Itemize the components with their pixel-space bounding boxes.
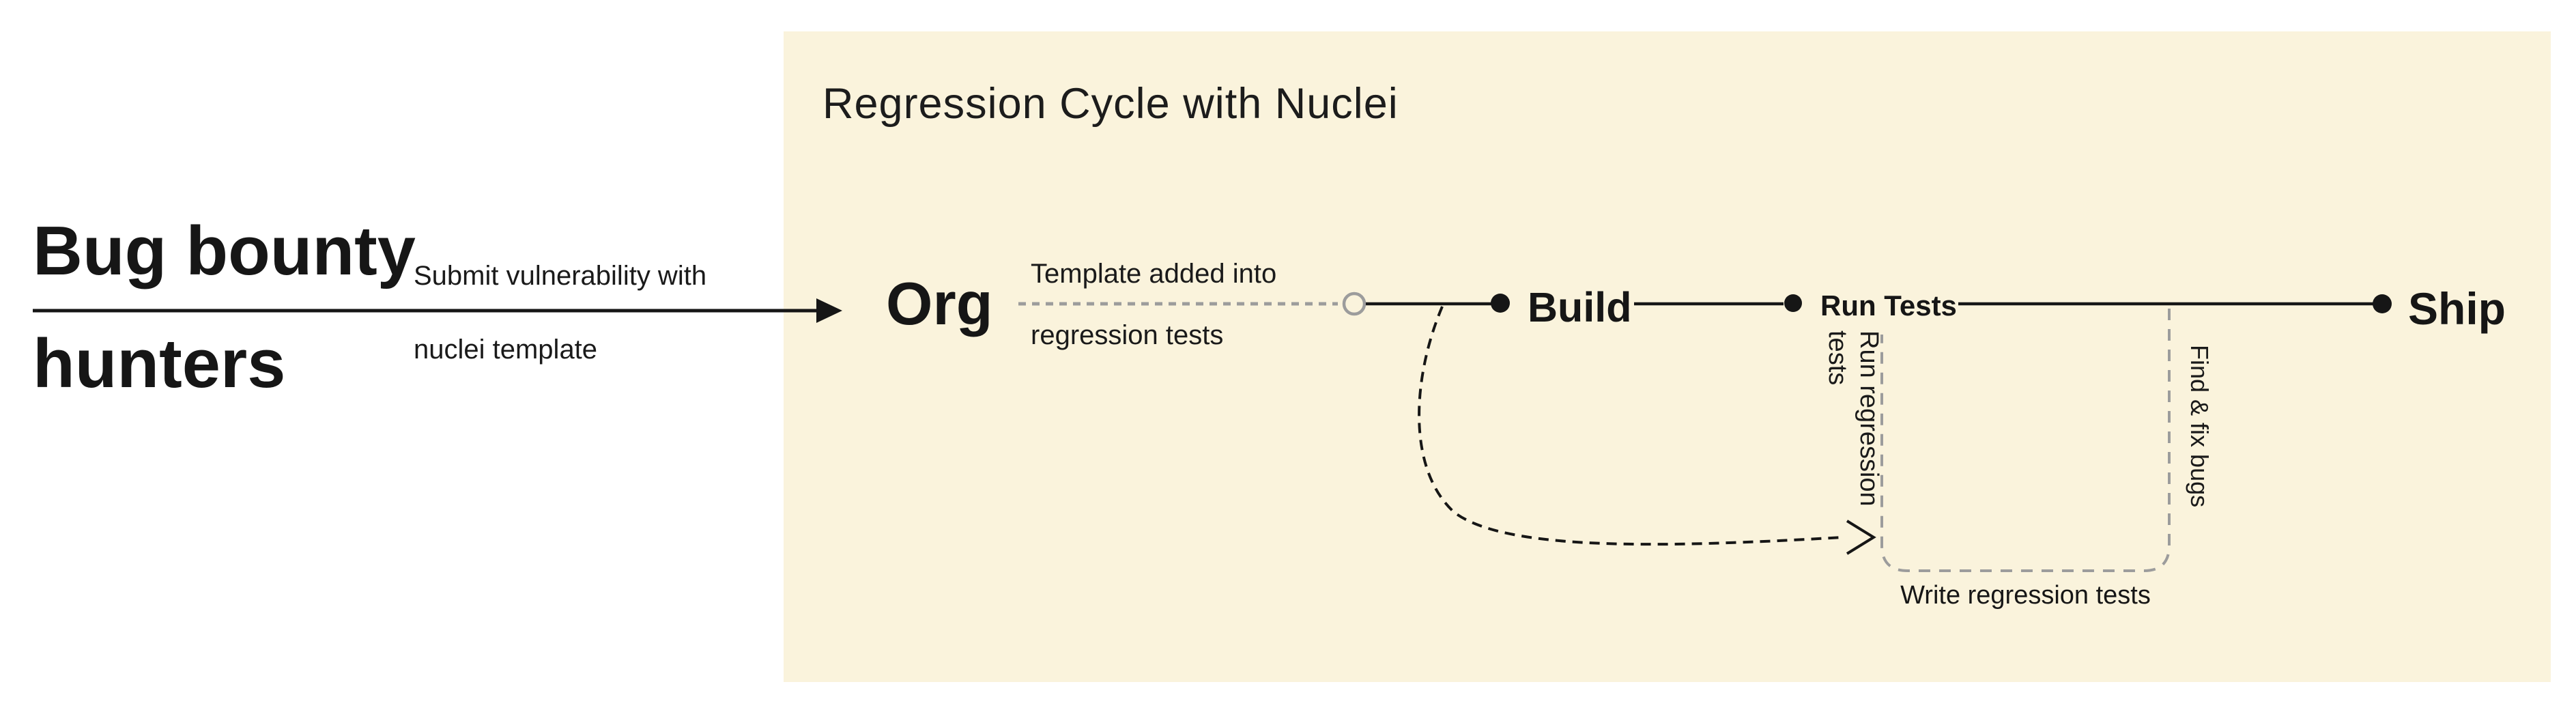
- template-label-line1: Template added into: [1031, 259, 1277, 289]
- open-circle-icon: [1342, 292, 1366, 316]
- panel-title: Regression Cycle with Nuclei: [822, 80, 1399, 128]
- submit-label-line1: Submit vulnerability with: [414, 261, 707, 291]
- template-label-line2: regression tests: [1031, 320, 1224, 350]
- ship-dot-icon: [2373, 294, 2392, 313]
- node-run-tests: Run Tests: [1820, 289, 1957, 322]
- node-ship: Ship: [2408, 283, 2506, 334]
- actor-label-line2: hunters: [33, 326, 286, 402]
- run-regression-rotated-label: Run regression tests: [1823, 330, 1885, 515]
- submit-label-line2: nuclei template: [414, 335, 598, 365]
- regression-cycle-panel: [784, 31, 2551, 682]
- run-regression-line2: tests: [1823, 330, 1852, 386]
- run-tests-dot-icon: [1784, 294, 1802, 312]
- write-regression-tests-label: Write regression tests: [1900, 581, 2151, 610]
- run-regression-line1: Run regression: [1855, 330, 1883, 507]
- actor-label-line1: Bug bounty: [33, 213, 416, 289]
- submit-arrowhead-icon: [816, 298, 842, 323]
- find-fix-rotated-label: Find & fix bugs: [2186, 345, 2214, 508]
- node-org: Org: [886, 270, 993, 337]
- write-tests-bracket: [1880, 309, 2171, 572]
- regression-loop-curve: [1418, 306, 1844, 546]
- regression-loop-arrowhead-icon: [1846, 520, 1876, 555]
- build-dot-icon: [1491, 294, 1510, 313]
- node-build: Build: [1528, 284, 1632, 330]
